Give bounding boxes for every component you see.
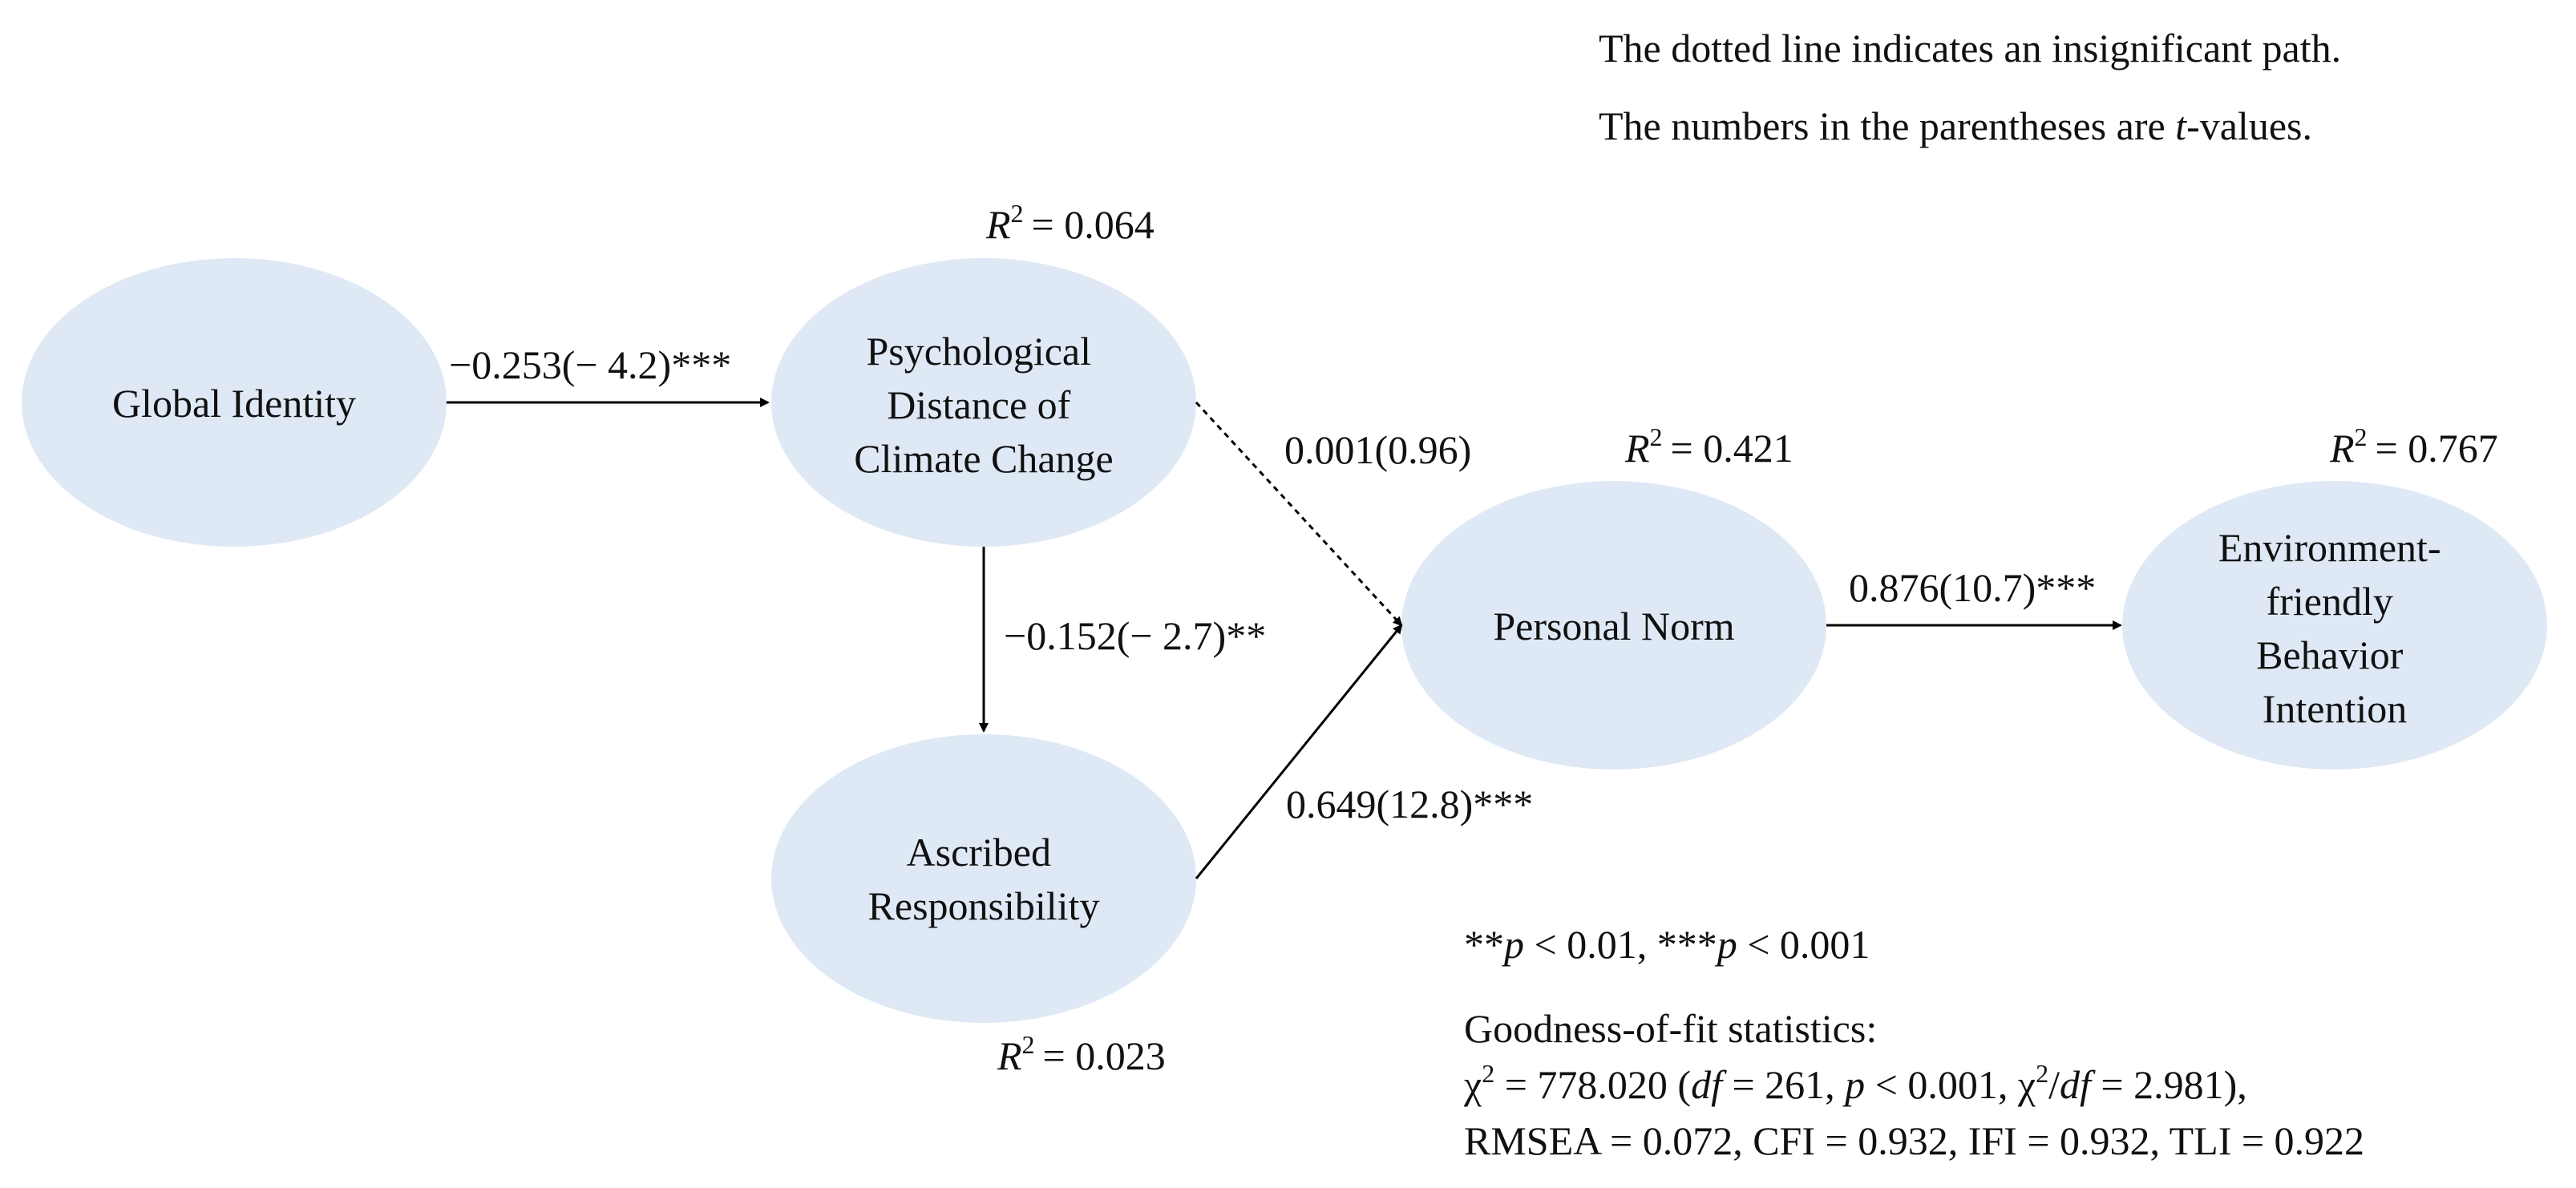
path-label-pn-to-bi: 0.876(10.7)*** [1849,565,2096,610]
node-label-psychological-distance: Psychological Distance of Climate Change [854,329,1114,481]
node-global-identity [22,258,447,547]
node-ascribed-responsibility [771,734,1196,1023]
path-ar-to-pn [1195,624,1403,879]
path-label-gi-to-pd: −0.253(− 4.2)*** [449,342,731,387]
note-dotted-line: The dotted line indicates an insignifica… [1599,26,2341,71]
node-label-personal-norm: Personal Norm [1493,604,1734,649]
node-label-global-identity: Global Identity [112,381,356,426]
significance-legend: **p < 0.01, ***p < 0.001 [1464,922,1870,967]
path-label-ar-to-pn: 0.649(12.8)*** [1286,782,1533,826]
path-label-pd-to-ar: −0.152(− 2.7)** [1004,613,1266,658]
node-psychological-distance [771,258,1196,547]
node-personal-norm [1401,481,1826,770]
r2-ascribed-responsibility: R2= 0.023 [997,1030,1166,1078]
node-behavior-intention [2122,481,2547,770]
path-label-pd-to-pn: 0.001(0.96) [1284,427,1471,472]
path-pd-to-pn [1195,401,1403,627]
r2-personal-norm: R2= 0.421 [1624,422,1793,471]
node-label-ascribed-responsibility: Ascribed Responsibility [868,830,1100,928]
fit-indices: RMSEA = 0.072, CFI = 0.932, IFI = 0.932,… [1464,1118,2364,1163]
r2-psychological-distance: R2= 0.064 [985,199,1155,247]
fit-chi-square: χ2 = 778.020 (df = 261, p < 0.001, χ2/df… [1463,1059,2247,1107]
note-t-values: The numbers in the parentheses are t-val… [1599,103,2312,148]
r2-behavior-intention: R2= 0.767 [2329,422,2498,471]
fit-heading: Goodness-of-fit statistics: [1464,1006,1877,1051]
node-label-behavior-intention: Environment- friendly Behavior Intention [2218,525,2451,731]
